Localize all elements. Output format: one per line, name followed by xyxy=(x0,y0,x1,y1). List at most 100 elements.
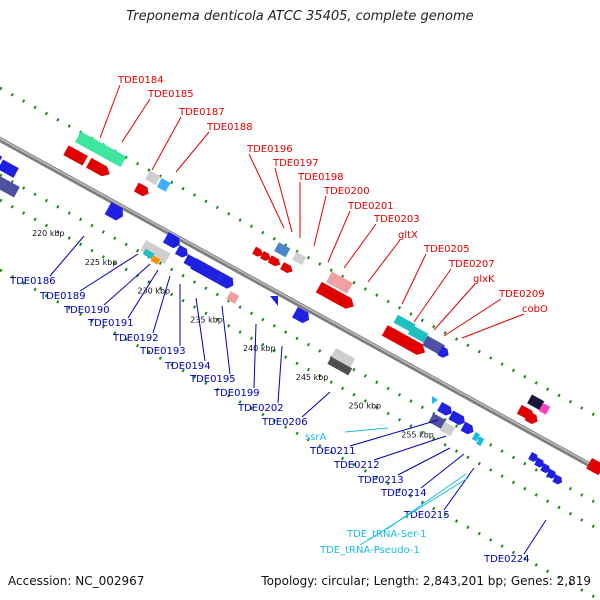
gene-TDE0224-b xyxy=(534,457,544,468)
gene-TDE0214 xyxy=(439,421,456,437)
leader-ssrA xyxy=(344,427,389,433)
label-TDE0209: TDE0209 xyxy=(498,289,545,300)
gene-TDE0184 xyxy=(75,131,127,168)
gene-TDE0207 xyxy=(422,335,445,355)
leader-TDE0212 xyxy=(373,435,447,461)
label-TDE0194: TDE0194 xyxy=(164,361,211,372)
label-TDE0214: TDE0214 xyxy=(380,488,427,499)
label-gltX: gltX xyxy=(398,230,418,241)
accession-text: Accession: NC_002967 xyxy=(8,574,145,588)
gene-TDE0203 xyxy=(335,292,354,309)
label-TDE0188: TDE0188 xyxy=(206,122,253,133)
leader-TDE0197 xyxy=(274,167,293,233)
tick-label-240: 240 kbp xyxy=(243,344,276,353)
leader-glxK xyxy=(433,283,476,331)
label-TDE0200: TDE0200 xyxy=(323,186,370,197)
label-TDE0193: TDE0193 xyxy=(139,346,186,357)
gene-TDE0199 xyxy=(226,291,240,304)
gene-small-red-3 xyxy=(267,255,281,267)
gene-TDE0206b xyxy=(331,348,356,368)
label-TDE0189: TDE0189 xyxy=(39,291,86,302)
tick-label-245: 245 kbp xyxy=(296,373,329,382)
gene-TDE0197 xyxy=(252,246,263,257)
label-TDE0199: TDE0199 xyxy=(213,388,260,399)
gene-TDE0211 xyxy=(437,402,452,416)
gene-TDE0224-e xyxy=(552,474,563,485)
leader-TDE0191 xyxy=(127,269,159,319)
lower-dot-line xyxy=(0,198,600,532)
leader-TDE0224 xyxy=(523,519,547,555)
leader-TDE0214 xyxy=(420,453,465,489)
leader-TDE0188 xyxy=(175,131,210,173)
gene-ssrA xyxy=(432,396,438,404)
gene-edge-right xyxy=(586,458,600,476)
leader-TDE0207 xyxy=(413,268,452,323)
gene-glxK xyxy=(437,346,449,358)
gene-gltX xyxy=(393,314,416,333)
label-TDE0197: TDE0197 xyxy=(272,158,319,169)
gene-right-1 xyxy=(527,394,545,411)
label-TDE0196: TDE0196 xyxy=(246,144,293,155)
label-TDE0198: TDE0198 xyxy=(297,172,344,183)
gene-left-purple xyxy=(0,176,20,198)
gene-TDE0188b xyxy=(156,178,171,192)
label-TDE0185: TDE0185 xyxy=(147,89,194,100)
tick-label-230: 230 kbp xyxy=(138,287,171,296)
label-TDE0206: TDE0206 xyxy=(261,417,308,428)
label-TDE0190: TDE0190 xyxy=(63,305,110,316)
gene-cobO xyxy=(402,336,426,355)
gene-TDE0198 xyxy=(292,251,307,266)
gene-TDE0206 xyxy=(292,306,310,324)
label-TDE0184: TDE0184 xyxy=(117,75,164,86)
label-TDE_tRNA-Ser-1: TDE_tRNA-Ser-1 xyxy=(346,529,427,540)
gene-TDE0224-a xyxy=(528,452,538,462)
gene-TDE0187 xyxy=(86,157,110,177)
label-TDE0203: TDE0203 xyxy=(373,214,420,225)
label-TDE0215: TDE0215 xyxy=(403,510,450,521)
gene-left-blue-2 xyxy=(0,159,19,178)
gene-right-2 xyxy=(538,403,551,415)
gene-TDE0213 xyxy=(428,413,446,429)
leader-TDE0209 xyxy=(443,298,502,337)
label-TDE0207: TDE0207 xyxy=(448,259,495,270)
gene-TDE0200 xyxy=(326,271,353,294)
leader-cobO xyxy=(461,313,525,339)
bottom-strand-features xyxy=(0,150,563,485)
leader-TDE_tRNA-Pseudo-1 xyxy=(359,477,469,546)
tick-label-225: 225 kbp xyxy=(85,258,118,267)
gene-TDE0195b xyxy=(216,272,234,289)
gene-TDE0224-c xyxy=(540,463,551,474)
label-TDE0224: TDE0224 xyxy=(483,554,530,565)
label-TDE0205: TDE0205 xyxy=(423,244,470,255)
label-TDE0213: TDE0213 xyxy=(357,475,404,486)
tick-label-250: 250 kbp xyxy=(349,402,382,411)
label-cobO: cobO xyxy=(522,304,548,315)
top-strand-features xyxy=(63,131,600,476)
label-ssrA: ssrA xyxy=(305,432,327,443)
tick-label-220: 220 kbp xyxy=(32,229,65,238)
leader-TDE0184 xyxy=(99,84,121,139)
leader-TDE0200 xyxy=(313,195,327,247)
gene-TDE0205 xyxy=(407,325,429,343)
leader-TDE0211 xyxy=(349,419,439,447)
gene-TDE0196 xyxy=(274,242,291,258)
label-TDE0191: TDE0191 xyxy=(87,318,134,329)
label-TDE0202: TDE0202 xyxy=(237,403,284,414)
genome-backbone-highlight xyxy=(0,137,600,471)
map-title: Treponema denticola ATCC 35405, complete… xyxy=(126,9,474,24)
label-TDE0201: TDE0201 xyxy=(347,201,394,212)
gene-TDE0188 xyxy=(145,170,161,186)
gene-tRNA-Pseudo-1 xyxy=(476,436,485,447)
leader-TDE0203 xyxy=(343,223,377,269)
leader-gltX xyxy=(367,239,401,283)
leader-TDE0201 xyxy=(327,210,351,263)
leader-TDE0196 xyxy=(248,153,285,229)
gene-TDE0201 xyxy=(315,281,344,303)
gene-tRNA-Ser-1 xyxy=(471,432,481,442)
gene-TDE0202 xyxy=(270,296,278,306)
gene-TDE0191 xyxy=(150,255,161,265)
label-TDE_tRNA-Pseudo-1: TDE_tRNA-Pseudo-1 xyxy=(319,545,420,556)
leader-TDE0189 xyxy=(79,253,139,292)
